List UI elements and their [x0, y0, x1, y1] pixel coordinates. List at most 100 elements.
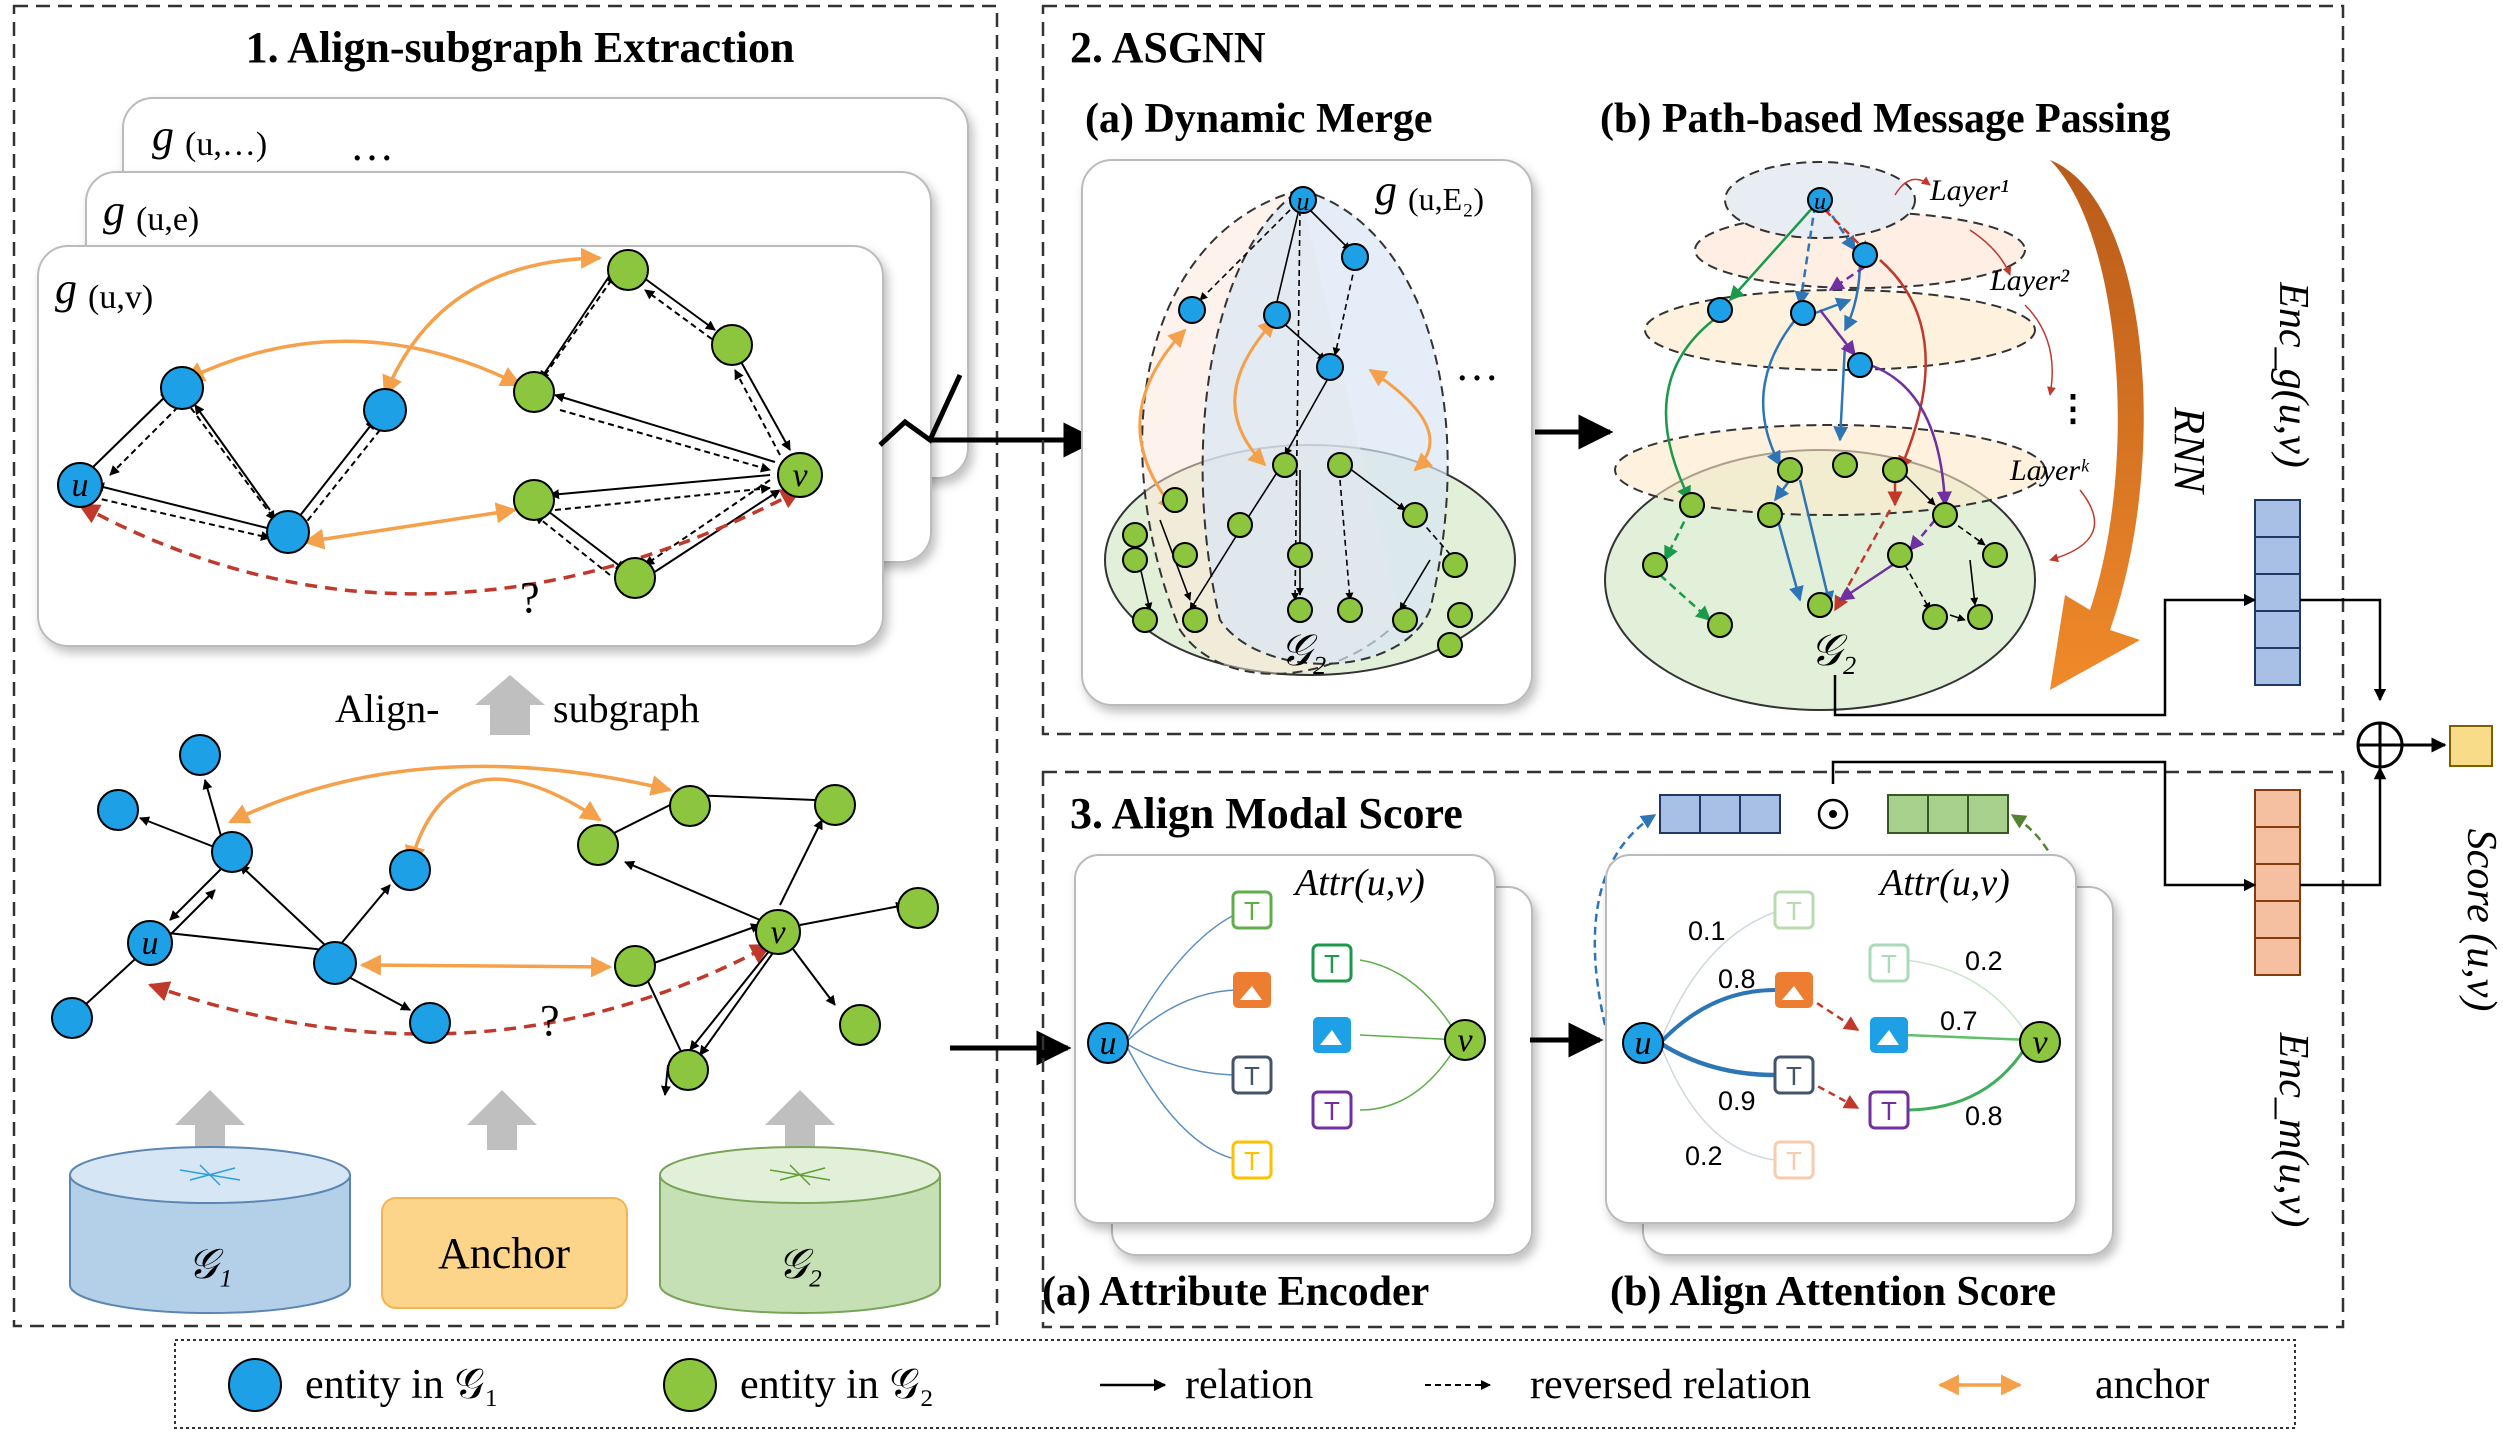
g1-entity — [266, 510, 310, 554]
attn-node-v — [2019, 1021, 2061, 1063]
legend-g1-icon — [228, 1358, 282, 1412]
attr-label-u: u — [1100, 1025, 1117, 1062]
attn-label-v: v — [2032, 1024, 2048, 1061]
align-label-left: Align- — [335, 686, 439, 731]
merge-node-u — [1289, 186, 1317, 214]
attr-card — [1074, 854, 1496, 1224]
panel-align-subgraph-extraction: 1. Align-subgraph Extraction g (u,…) … g… — [12, 4, 999, 1328]
line-enc-m-to-oplus — [2300, 766, 2387, 887]
weight-left-4: 0.2 — [1685, 1141, 1723, 1171]
attention-links-u — [1658, 911, 1776, 1161]
panel3-title: 3. Align Modal Score — [1070, 789, 1463, 838]
attr-label-b: Attr(u,v) — [1877, 862, 2010, 904]
svg-text:T: T — [1324, 1096, 1340, 1126]
question-mark-bottom: ? — [540, 996, 560, 1045]
weight-right-2: 0.7 — [1940, 1006, 1978, 1036]
db-g1: 𝒢₁ — [69, 1146, 351, 1314]
panel-align-modal-score: 3. Align Modal Score Attr(u,v) T — [1041, 760, 2387, 1329]
legend: entity in 𝒢₁ entity in 𝒢₂ relation rever… — [174, 1339, 2296, 1429]
svg-text:T: T — [1881, 1096, 1897, 1126]
stack-sub-3: (u,v) — [88, 279, 153, 316]
attention-card — [1605, 854, 2077, 1224]
question-mark-top: ? — [520, 573, 540, 622]
merge-label-u: u — [1297, 187, 1310, 216]
panel2-border — [1041, 4, 2345, 736]
layer-arcs — [1894, 176, 2096, 563]
db-g1-label: 𝒢₁ — [188, 1242, 233, 1288]
u-to-vector — [1593, 813, 1657, 1026]
u-attr-vector — [1659, 794, 1781, 834]
svg-text:T: T — [1244, 896, 1260, 926]
label-u-bottom: u — [142, 925, 159, 962]
attention-links-v — [1904, 959, 2032, 1112]
g2-entity — [607, 249, 649, 291]
score-label: Score (u,v) — [2458, 829, 2503, 1012]
weight-right-3: 0.8 — [1965, 1101, 2003, 1131]
layer-2-label: Layer² — [1989, 264, 2070, 297]
enc-m-vector — [2254, 789, 2301, 976]
weight-left-1: 0.1 — [1688, 916, 1726, 946]
line-enc-g-to-oplus — [2300, 598, 2387, 702]
attn-label-u: u — [1635, 1025, 1652, 1062]
merge-ellipsis: … — [1455, 341, 1499, 390]
panel3-sub-b: (b) Align Attention Score — [1610, 1269, 2056, 1315]
line-to-enc-m — [1831, 760, 2257, 892]
path-node-u — [1807, 187, 1833, 213]
stack-label-g-3: g — [55, 264, 77, 313]
legend-g2: entity in 𝒢₂ — [740, 1362, 934, 1408]
message-paths — [1659, 204, 1952, 622]
db-up-arrows — [175, 1090, 835, 1150]
attr-node-v — [1444, 1019, 1486, 1061]
db-anchor: Anchor — [381, 1197, 628, 1309]
attr-icons-a: T T T T T — [1231, 890, 1353, 1180]
full-graph-anchors — [228, 764, 673, 978]
stack-bracket — [878, 373, 963, 447]
db-anchor-label: Anchor — [438, 1229, 570, 1278]
weight-left-3: 0.9 — [1718, 1086, 1756, 1116]
panel1-title: 1. Align-subgraph Extraction — [246, 23, 795, 72]
merge-nodes — [1122, 186, 1473, 658]
svg-text:T: T — [1786, 1061, 1802, 1091]
query-alignment-bottom — [148, 943, 772, 1036]
enc-m-label: Enc_m(u,v) — [2270, 1032, 2316, 1228]
panel2-sub-a: (a) Dynamic Merge — [1085, 96, 1433, 142]
enc-g-label: Enc_g(u,v) — [2270, 281, 2316, 467]
weight-right-1: 0.2 — [1965, 946, 2003, 976]
stack-label-g-2: g — [103, 186, 125, 235]
merge-g-label: g — [1375, 166, 1397, 215]
svg-text:T: T — [1786, 896, 1802, 926]
enc-g-vector — [2254, 499, 2301, 686]
svg-text:T: T — [1786, 1146, 1802, 1176]
merge-g2-label: 𝒢₂ — [1280, 626, 1327, 675]
label-u-top: u — [72, 467, 89, 504]
legend-reversed: reversed relation — [1530, 1362, 1811, 1408]
legend-g1: entity in 𝒢₁ — [305, 1362, 499, 1408]
path-g2-label: 𝒢₂ — [1810, 626, 1857, 675]
subgraph-card-front — [37, 245, 884, 647]
node-v-bottom — [755, 909, 801, 955]
line-to-enc-g — [1833, 593, 2257, 717]
merge-region-b — [1201, 188, 1449, 665]
node-u — [57, 462, 103, 508]
v-attr-vector — [1887, 794, 2009, 834]
svg-text:T: T — [1244, 1146, 1260, 1176]
attention-icons: T T T T T — [1773, 890, 1910, 1180]
score-box — [2449, 725, 2493, 767]
label-v-bottom: v — [770, 914, 786, 951]
g2-entity — [614, 557, 656, 599]
rnn-label: RNN — [2165, 406, 2214, 495]
legend-relation: relation — [1185, 1362, 1313, 1408]
svg-text:T: T — [1881, 949, 1897, 979]
full-graph-nodes — [51, 734, 939, 1091]
query-alignment-top — [78, 488, 802, 596]
legend-anchor: anchor — [2095, 1362, 2209, 1408]
g2-entity — [513, 479, 555, 521]
path-nodes — [1642, 187, 2008, 638]
stack-label-g-1: g — [152, 111, 174, 160]
up-arrow-icon — [475, 675, 545, 735]
layer-1-label: Layer¹ — [1929, 174, 2009, 207]
attr-encoder-links-u — [1124, 911, 1241, 1161]
legend-g2-icon — [663, 1358, 717, 1412]
panel3-sub-a: (a) Attribute Encoder — [1042, 1269, 1429, 1315]
